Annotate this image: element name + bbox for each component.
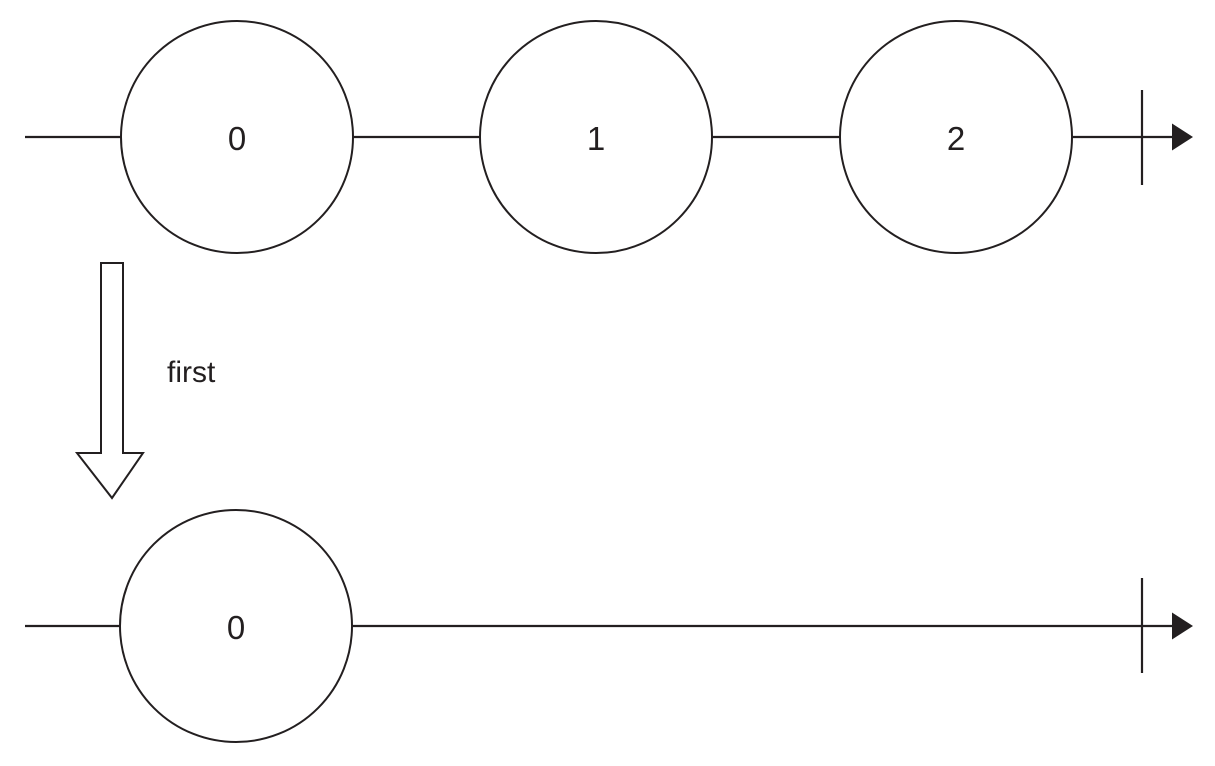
- bottom-stream: 0: [25, 509, 1193, 743]
- top-timeline-arrowhead-icon: [1172, 123, 1193, 151]
- top-event-label-0: 0: [228, 120, 246, 157]
- operator-group: first: [74, 262, 216, 500]
- top-event-circle-2: [839, 20, 1073, 254]
- operator-label: first: [167, 356, 216, 389]
- top-stream: 0 1 2: [25, 20, 1193, 254]
- top-event-label-1: 1: [587, 120, 605, 157]
- top-event-circle-0: [120, 20, 354, 254]
- bottom-event-label-0: 0: [227, 609, 245, 646]
- operator-down-arrow-icon: [74, 262, 145, 500]
- bottom-timeline-arrowhead-icon: [1172, 612, 1193, 640]
- bottom-event-circle-0: [119, 509, 353, 743]
- top-event-label-2: 2: [947, 120, 965, 157]
- top-event-circle-1: [479, 20, 713, 254]
